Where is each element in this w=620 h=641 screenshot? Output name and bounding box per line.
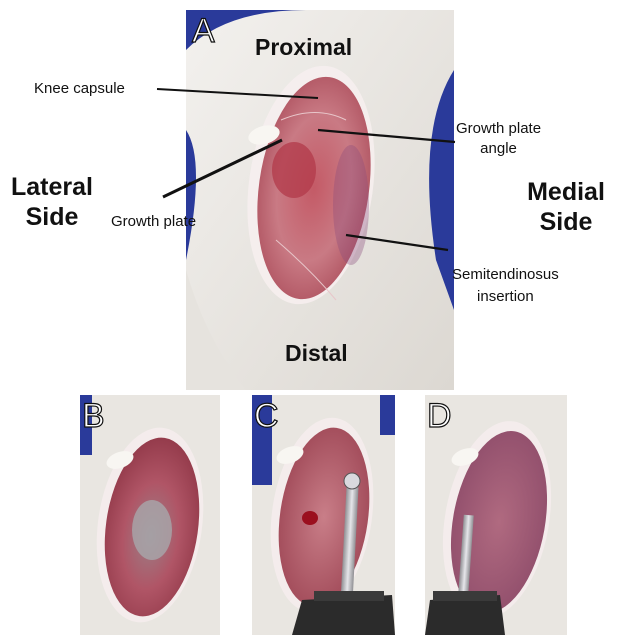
panel-label-a: A [191,11,215,50]
lateral-side-label: Lateral Side [4,172,100,232]
lateral-label-line2: Side [25,203,79,231]
panel-label-b: B [81,396,105,435]
semitendinosus-line2: insertion [477,288,534,305]
semitendinosus-annotation: Semitendinosus insertion [452,264,559,308]
lateral-label-line1: Lateral [11,173,93,201]
growth-plate-angle-line1: Growth plate [456,120,542,137]
distal-label: Distal [285,340,348,366]
photo-panel-b: B [80,395,220,635]
photo-panel-a: A [186,10,454,390]
growth-plate-angle-line2: angle [480,140,517,157]
photo-panel-c: C [252,395,395,635]
photo-panel-d: D [425,395,567,635]
knee-capsule-annotation: Knee capsule [34,80,125,97]
proximal-label: Proximal [255,34,353,60]
semitendinosus-line1: Semitendinosus [452,266,559,283]
medial-side-label: Medial Side [518,177,614,237]
panel-label-d: D [426,396,452,435]
growth-plate-angle-annotation: Growth plate angle [456,119,541,159]
panel-label-c: C [253,396,279,435]
medial-label-line2: Side [539,208,593,236]
medial-label-line1: Medial [527,178,605,206]
growth-plate-annotation: Growth plate [111,213,197,230]
